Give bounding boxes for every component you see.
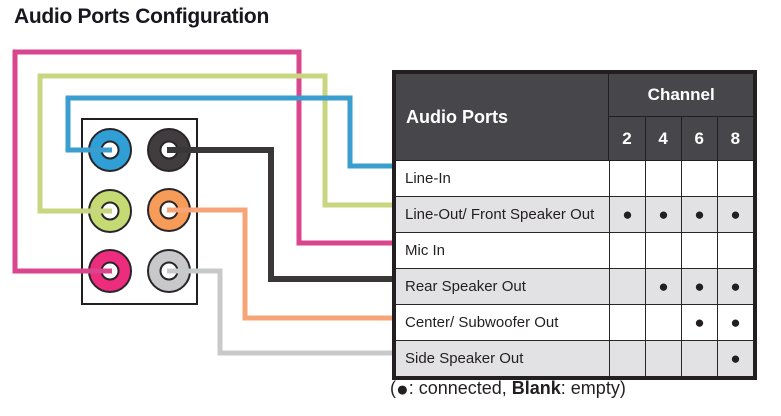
cell-ch4: ●	[645, 197, 681, 232]
mic-in-jack	[88, 249, 132, 293]
table-row-line-out: Line-Out/ Front Speaker Out ● ● ● ●	[396, 197, 753, 233]
legend-open: (	[390, 378, 396, 398]
header-channel-block: Channel 2 4 6 8	[608, 74, 753, 160]
side-speaker-jack	[147, 249, 191, 293]
row-label: Line-Out/ Front Speaker Out	[405, 206, 595, 223]
cell-ch4	[645, 161, 681, 196]
header-channel-4: 4	[644, 117, 681, 160]
cell-ch6	[681, 341, 717, 376]
header-channel-8: 8	[716, 117, 753, 160]
connected-dot-icon: ●	[396, 378, 409, 401]
cell-ch8: ●	[717, 305, 753, 340]
cell-ch4: ●	[645, 269, 681, 304]
cell-ch8	[717, 161, 753, 196]
audio-jack-panel	[81, 118, 198, 305]
cell-ch2	[609, 161, 645, 196]
row-label: Rear Speaker Out	[405, 278, 526, 295]
center-subwoofer-wire	[167, 207, 394, 321]
header-channel-6: 6	[680, 117, 717, 160]
table-legend: (●: connected, Blank: empty)	[390, 378, 626, 401]
cell-ch6	[681, 161, 717, 196]
cell-ch2	[609, 305, 645, 340]
cell-ch2	[609, 233, 645, 268]
rear-speaker-jack	[147, 128, 191, 172]
legend-empty-text: : empty)	[560, 378, 626, 398]
row-label: Mic In	[405, 242, 446, 259]
header-audio-ports: Audio Ports	[406, 106, 508, 127]
cell-ch4	[645, 305, 681, 340]
cell-ch6: ●	[681, 197, 717, 232]
cell-ch8: ●	[717, 197, 753, 232]
table-row-center-subwoofer: Center/ Subwoofer Out ● ●	[396, 305, 753, 341]
cell-ch4	[645, 341, 681, 376]
legend-blank-text: Blank	[511, 378, 561, 398]
legend-connected-text: : connected,	[408, 378, 512, 398]
table-row-mic-in: Mic In	[396, 233, 753, 269]
cell-ch6: ●	[681, 305, 717, 340]
side-speaker-wire	[167, 268, 394, 356]
line-out-jack	[88, 189, 132, 233]
cell-ch8: ●	[717, 341, 753, 376]
table-row-line-in: Line-In	[396, 161, 753, 197]
page-title: Audio Ports Configuration	[14, 5, 269, 28]
header-channel-2: 2	[622, 128, 632, 148]
header-channel: Channel	[609, 74, 753, 117]
cell-ch2	[609, 269, 645, 304]
row-label: Side Speaker Out	[405, 350, 524, 367]
header-channel-numbers: 2 4 6 8	[609, 117, 753, 160]
row-label: Line-In	[405, 170, 451, 187]
center-subwoofer-jack	[147, 188, 191, 232]
table-header: Audio Ports Channel 2 4 6 8	[396, 74, 753, 161]
table-row-rear-speaker: Rear Speaker Out ● ● ●	[396, 269, 753, 305]
audio-ports-table: Audio Ports Channel 2 4 6 8 Line-In Line…	[392, 70, 757, 380]
cell-ch6	[681, 233, 717, 268]
mic-in-wire	[12, 49, 394, 274]
cell-ch8	[717, 233, 753, 268]
cell-ch4	[645, 233, 681, 268]
table-row-side-speaker: Side Speaker Out ●	[396, 341, 753, 376]
line-in-jack	[88, 128, 132, 172]
cell-ch2: ●	[609, 197, 645, 232]
cell-ch2	[609, 341, 645, 376]
rear-speaker-wire	[167, 147, 394, 282]
cell-ch8: ●	[717, 269, 753, 304]
row-label: Center/ Subwoofer Out	[405, 314, 559, 331]
cell-ch6: ●	[681, 269, 717, 304]
